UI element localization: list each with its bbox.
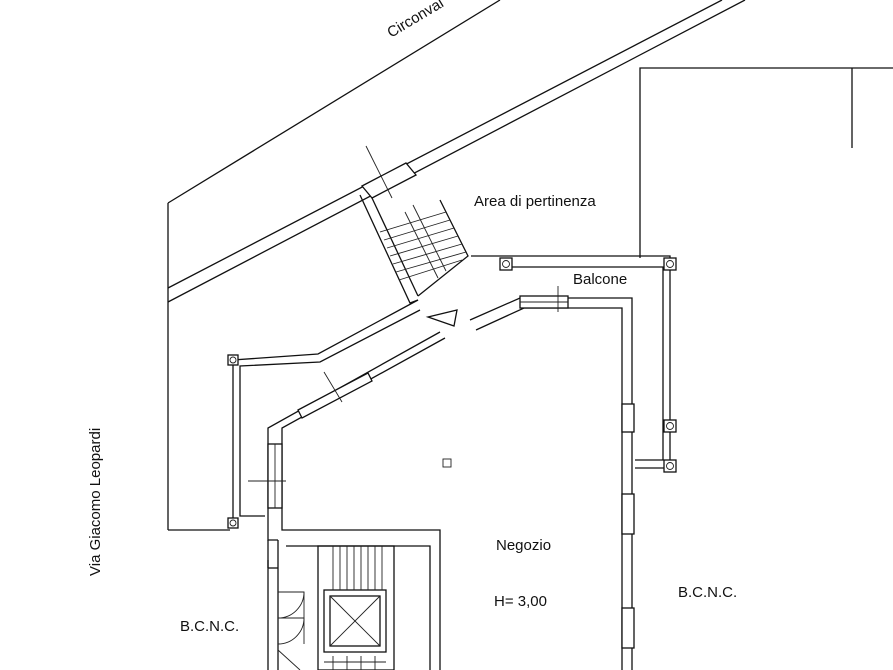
street-lines: [167, 0, 746, 303]
street-left-label: Via Giacomo Leopardi: [87, 428, 104, 576]
terrace-parapet: [227, 299, 421, 529]
height-label: H= 3,00: [494, 593, 547, 610]
lot-boundary: [167, 203, 230, 531]
shop-walls: [267, 297, 633, 670]
entrance-gate: [360, 145, 418, 199]
area-label: Area di pertinenza: [474, 193, 596, 210]
right-windows: [621, 403, 635, 649]
external-stair: [359, 194, 469, 304]
shop-label: Negozio: [496, 537, 551, 554]
left-window: [248, 443, 286, 509]
bcnc-left-label: B.C.N.C.: [180, 618, 239, 635]
balcony-label: Balcone: [573, 271, 627, 288]
upper-window: [519, 286, 569, 312]
balcony: [471, 255, 677, 473]
column-marker: [442, 458, 452, 468]
street-top-label: Circonval: [384, 0, 446, 41]
corridor-door: [277, 591, 305, 670]
internal-stair: [317, 545, 395, 670]
neighbour-building: [639, 67, 893, 258]
diagonal-window: [297, 371, 373, 419]
entrance-arrow: [425, 309, 458, 327]
bcnc-right-label: B.C.N.C.: [678, 584, 737, 601]
